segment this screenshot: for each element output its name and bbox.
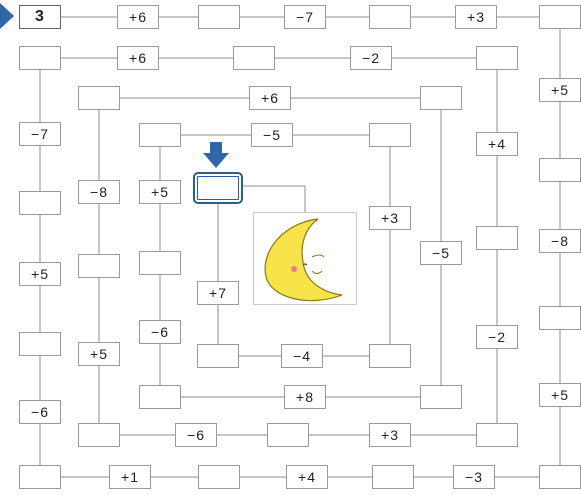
answer-box[interactable] [19, 191, 61, 215]
answer-box[interactable] [233, 46, 275, 70]
operation-box: −7 [284, 5, 326, 29]
answer-box[interactable] [539, 158, 581, 182]
crescent-moon-icon [254, 213, 356, 304]
operation-box: +5 [539, 78, 581, 102]
operation-box: −6 [139, 320, 181, 344]
answer-box[interactable] [539, 306, 581, 330]
answer-box[interactable] [78, 423, 120, 447]
operation-box: −8 [78, 180, 120, 204]
answer-box[interactable] [19, 332, 61, 356]
answer-box[interactable] [78, 86, 120, 110]
answer-box[interactable] [476, 423, 518, 447]
answer-box[interactable] [267, 423, 309, 447]
operation-box: +5 [539, 383, 581, 407]
operation-box: −4 [281, 344, 323, 368]
answer-box[interactable] [420, 385, 462, 409]
goal-answer-box[interactable] [193, 172, 243, 204]
answer-box[interactable] [78, 254, 120, 278]
answer-box[interactable] [139, 123, 181, 147]
operation-box: +1 [109, 465, 151, 489]
operation-box: +6 [117, 5, 159, 29]
operation-box: +5 [139, 180, 181, 204]
operation-box: +3 [369, 423, 411, 447]
down-arrow-icon [201, 140, 231, 170]
operation-box: −8 [539, 229, 581, 253]
answer-box[interactable] [476, 46, 518, 70]
answer-box[interactable] [372, 465, 414, 489]
operation-box: +4 [286, 465, 328, 489]
operation-box: −7 [19, 122, 61, 146]
answer-box[interactable] [139, 385, 181, 409]
operation-box: +3 [369, 206, 411, 230]
operation-box: +6 [249, 86, 291, 110]
answer-box[interactable] [539, 465, 581, 489]
answer-box[interactable] [197, 344, 239, 368]
start-number-box: 3 [19, 5, 61, 29]
answer-box[interactable] [539, 5, 581, 29]
operation-box: −5 [420, 241, 462, 265]
answer-box[interactable] [369, 123, 411, 147]
operation-box: −5 [251, 123, 293, 147]
operation-box: −6 [19, 400, 61, 424]
operation-box: +4 [476, 132, 518, 156]
operation-box: −3 [453, 465, 495, 489]
answer-box[interactable] [369, 344, 411, 368]
operation-box: +5 [19, 262, 61, 286]
answer-box[interactable] [139, 251, 181, 275]
operation-box: −2 [350, 46, 392, 70]
operation-box: +8 [284, 385, 326, 409]
operation-box: +7 [197, 281, 239, 305]
answer-box[interactable] [198, 465, 240, 489]
start-arrow-icon [0, 3, 14, 29]
answer-box[interactable] [420, 86, 462, 110]
answer-box[interactable] [19, 46, 61, 70]
operation-box: +5 [78, 342, 120, 366]
answer-box[interactable] [19, 465, 61, 489]
moon-picture [253, 212, 357, 305]
operation-box: −2 [476, 325, 518, 349]
operation-box: +6 [117, 46, 159, 70]
answer-box[interactable] [198, 5, 240, 29]
operation-box: −6 [175, 423, 217, 447]
answer-box[interactable] [476, 226, 518, 250]
answer-box[interactable] [369, 5, 411, 29]
operation-box: +3 [455, 5, 497, 29]
